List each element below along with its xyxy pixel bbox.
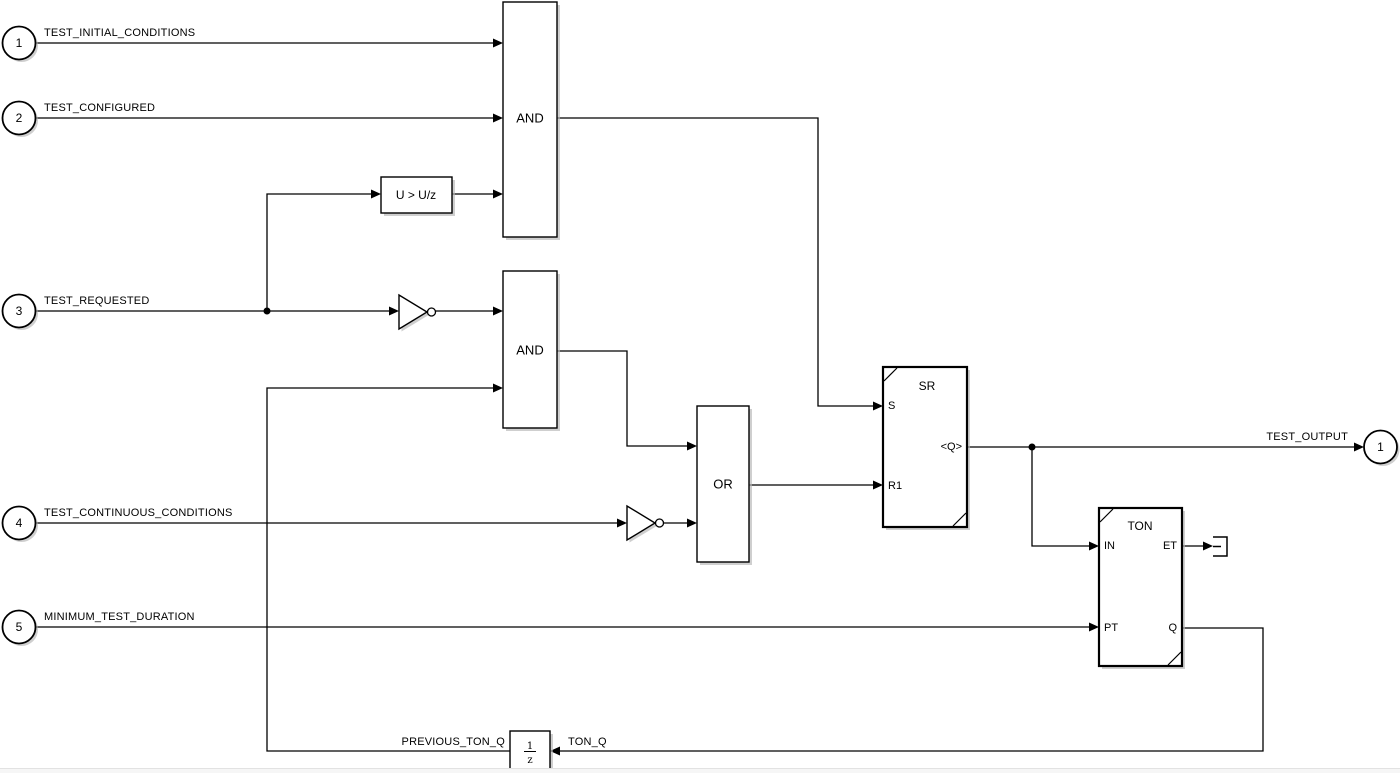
inport-4-number: 4	[16, 516, 23, 530]
wire-test-requested-branch[interactable]	[266, 193, 371, 311]
arrowhead-icon	[687, 518, 697, 528]
signal-label-previous-ton-q[interactable]: PREVIOUS_TON_Q	[402, 736, 506, 748]
block-body	[1097, 506, 1184, 668]
block-and-mid[interactable]: AND	[502, 270, 560, 431]
arrowhead-icon	[1354, 442, 1364, 452]
not-gate-1[interactable]	[398, 293, 437, 332]
block-label: U > U/z	[396, 188, 436, 202]
block-body	[881, 365, 969, 529]
arrowhead-icon	[371, 189, 381, 199]
block-sr-flipflop[interactable]: SR S R1 <Q>	[881, 365, 970, 530]
inport-3[interactable]: 3	[1, 293, 39, 331]
block-title: SR	[919, 379, 936, 393]
outport-1-label: TEST_OUTPUT	[1266, 431, 1348, 443]
port-label-q: <Q>	[941, 441, 962, 453]
arrowhead-icon	[873, 401, 883, 411]
arrowhead-icon	[389, 306, 399, 316]
arrowhead-icon	[1089, 622, 1099, 632]
block-body	[380, 176, 453, 214]
signal-label-ton-q[interactable]: TON_Q	[568, 736, 607, 748]
block-unit-delay[interactable]: 1 z	[509, 730, 553, 773]
wire-and-mid-to-or[interactable]	[557, 350, 687, 447]
inport-5-number: 5	[16, 620, 23, 634]
arrowhead-icon	[1203, 541, 1213, 551]
inport-3-circle	[1, 293, 37, 329]
port-label-pt: PT	[1104, 622, 1118, 634]
inverter-bubble-icon	[654, 518, 665, 528]
block-and-top[interactable]: AND	[502, 1, 560, 240]
port-label-r1: R1	[888, 480, 902, 492]
port-label-s: S	[888, 400, 895, 412]
arrowhead-icon	[493, 113, 503, 123]
inport-5-circle	[1, 609, 37, 645]
inport-2[interactable]: 2	[1, 100, 39, 138]
junction-dot	[263, 307, 271, 315]
corner-notch-icon	[883, 367, 898, 382]
outport-1-circle	[1363, 429, 1398, 465]
corner-notch-icon	[952, 512, 967, 527]
block-body	[502, 1, 558, 238]
inport-4-label: TEST_CONTINUOUS_CONDITIONS	[44, 507, 233, 519]
gate-body	[398, 293, 429, 331]
inport-1-number: 1	[16, 36, 23, 50]
block-body	[502, 270, 558, 429]
inport-3-number: 3	[16, 304, 23, 318]
inport-2-label: TEST_CONFIGURED	[44, 102, 155, 114]
terminator-icon	[1213, 536, 1228, 557]
arrowhead-icon	[493, 189, 503, 199]
not-gate-2[interactable]	[626, 504, 665, 543]
inport-1-label: TEST_INITIAL_CONDITIONS	[44, 27, 195, 39]
arrowhead-icon	[493, 383, 503, 393]
corner-notch-icon	[1099, 508, 1114, 523]
canvas-bottom-strip	[0, 769, 1400, 773]
wire-and-top-to-sr-s[interactable]	[557, 117, 873, 407]
outport-1-number: 1	[1377, 440, 1384, 454]
block-label: AND	[516, 343, 543, 358]
block-label: OR	[713, 477, 733, 492]
wire-ton-q-feedback[interactable]	[560, 627, 1264, 752]
unit-delay-numerator: 1	[527, 741, 533, 752]
port-label-et: ET	[1163, 540, 1177, 552]
outport-1[interactable]: 1	[1363, 429, 1400, 467]
inport-2-circle	[1, 100, 37, 136]
port-label-in: IN	[1104, 540, 1115, 552]
corner-notch-icon	[1167, 651, 1182, 666]
arrowhead-icon	[493, 306, 503, 316]
port-label-q: Q	[1168, 622, 1177, 634]
wire-layer	[36, 38, 1364, 756]
block-body	[696, 405, 750, 563]
arrowhead-icon	[550, 746, 560, 756]
inport-1-circle	[1, 25, 37, 61]
inport-5[interactable]: 5	[1, 609, 39, 647]
inport-5-label: MINIMUM_TEST_DURATION	[44, 611, 195, 623]
inverter-bubble-icon	[426, 307, 437, 317]
wire-previous-ton-q[interactable]	[266, 387, 510, 752]
block-relational[interactable]: U > U/z	[380, 176, 455, 216]
arrowhead-icon	[617, 518, 627, 528]
unit-delay-denominator: z	[527, 755, 532, 766]
terminator-block[interactable]	[1213, 536, 1228, 557]
arrowhead-icon	[493, 38, 503, 48]
block-label: AND	[516, 111, 543, 126]
arrowhead-icon	[1089, 541, 1099, 551]
inport-3-label: TEST_REQUESTED	[44, 295, 150, 307]
gate-body	[626, 504, 657, 542]
wire-q-branch-to-ton-in[interactable]	[1031, 447, 1089, 547]
arrowhead-icon	[873, 480, 883, 490]
block-or[interactable]: OR	[696, 405, 752, 565]
inport-1[interactable]: 1	[1, 25, 39, 63]
inport-2-number: 2	[16, 111, 23, 125]
inport-4[interactable]: 4	[1, 505, 39, 543]
arrowhead-icon	[687, 441, 697, 451]
block-ton-timer[interactable]: TON IN ET PT Q	[1097, 506, 1185, 669]
block-title: TON	[1127, 519, 1152, 533]
inport-4-circle	[1, 505, 37, 541]
